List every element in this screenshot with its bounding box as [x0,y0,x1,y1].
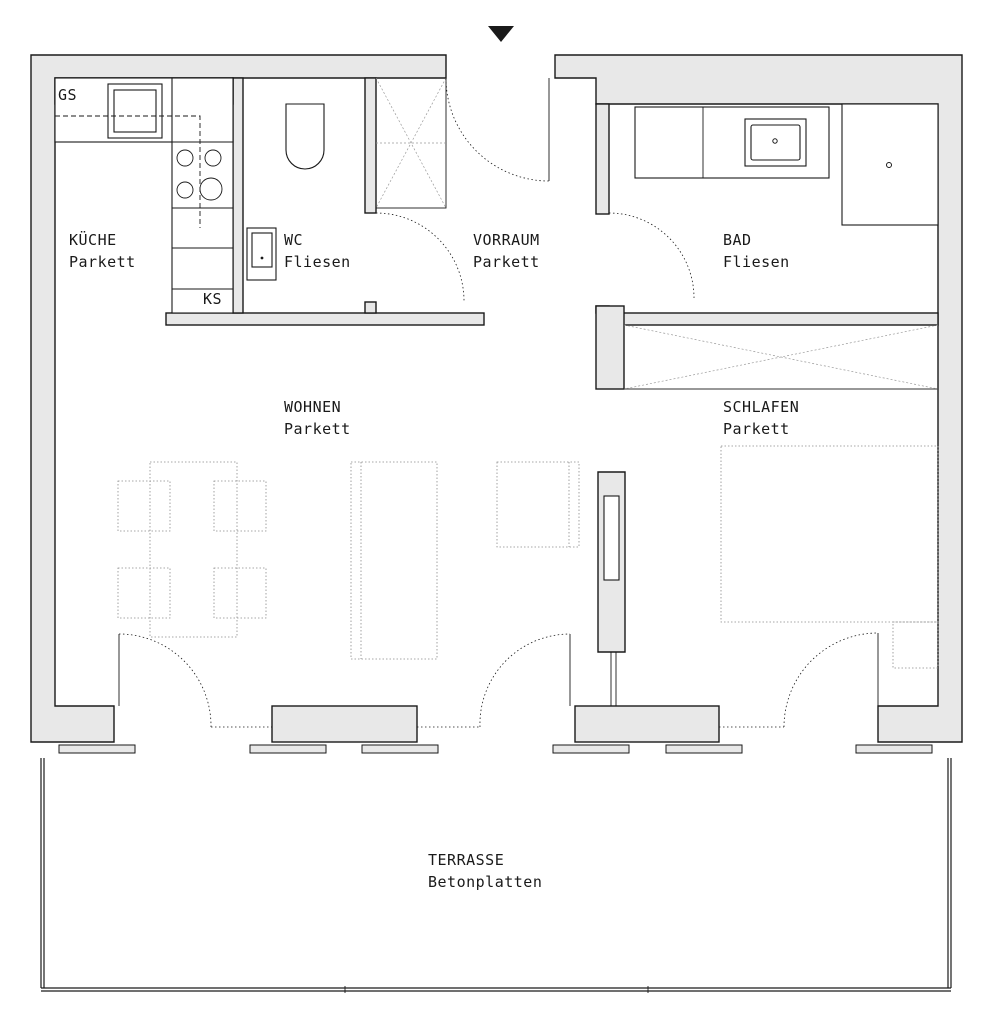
bad-floor: Fliesen [723,253,790,271]
bad-fixtures [608,103,939,299]
interior-walls [54,77,939,390]
vorraum-wardrobe [375,77,550,209]
wc-floor: Fliesen [284,253,351,271]
wc-name: WC [284,231,303,249]
ks-label: KS [203,290,222,308]
vorraum-floor: Parkett [473,253,540,271]
wohnen-furniture [117,461,580,728]
wohnen-name: WOHNEN [284,398,341,416]
kueche-floor: Parkett [69,253,136,271]
outer-walls [30,54,963,743]
vorraum-name: VORRAUM [473,231,540,249]
schlafen-furniture [719,445,939,728]
schlafen-floor: Parkett [723,420,790,438]
window-sills [58,744,933,754]
terrasse-name: TERRASSE [428,851,504,869]
partition-wall [597,471,626,706]
kitchen-counter [54,77,234,314]
schlafen-name: SCHLAFEN [723,398,799,416]
wohnen-floor: Parkett [284,420,351,438]
terrace-outline [40,758,952,993]
bad-name: BAD [723,231,752,249]
gs-label: GS [58,86,77,104]
wc-fixtures [246,103,465,303]
kueche-name: KÜCHE [69,230,117,249]
schlafen-wardrobe [623,324,939,390]
terrasse-floor: Betonplatten [428,873,542,891]
entrance-arrow-icon [488,26,514,42]
